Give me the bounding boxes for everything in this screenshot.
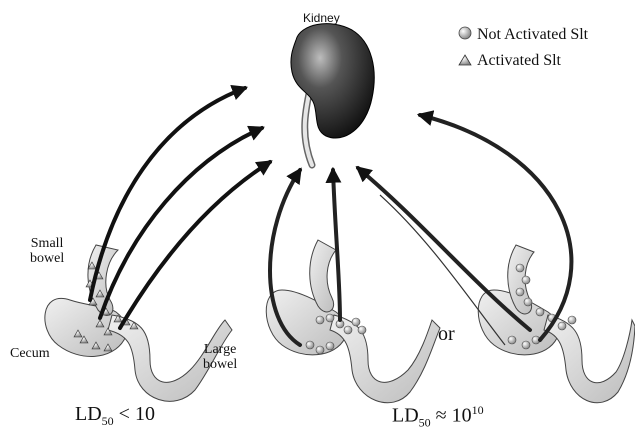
sphere-icon [458,28,472,42]
small-bowel-label-line2: bowel [30,251,64,266]
large-bowel-label: Large bowel [203,342,237,372]
ld50-right-relation: ≈ 10 [431,405,472,427]
cecum-label: Cecum [10,346,50,361]
dissemination-arrows-right [358,115,571,340]
legend-not-activated-label: Not Activated Slt [477,26,588,44]
gut-right [478,245,635,403]
ld50-right-prefix: LD [392,405,419,427]
kidney-label: Kidney [303,12,340,24]
ld50-right-sub: 50 [419,416,431,430]
ld50-right: LD50 ≈ 1010 [392,404,484,429]
or-label: or [438,324,455,344]
ld50-left: LD50 < 10 [75,404,155,427]
legend-not-activated: Not Activated Slt [458,26,588,44]
ld50-left-sub: 50 [102,414,114,428]
legend-activated-label: Activated Slt [477,52,561,70]
ld50-left-relation: < 10 [114,403,155,425]
large-bowel-label-line1: Large [203,342,237,357]
ld50-left-prefix: LD [75,403,102,425]
legend-activated: Activated Slt [458,52,561,70]
gut-left [45,245,232,401]
ld50-right-exponent: 10 [472,403,484,417]
kidney-illustration [291,24,374,165]
small-bowel-label-line1: Small [30,236,64,251]
small-bowel-label: Small bowel [30,236,64,266]
triangle-icon [458,54,472,68]
dissemination-arrows-left [90,88,270,328]
large-bowel-label-line2: bowel [203,357,237,372]
